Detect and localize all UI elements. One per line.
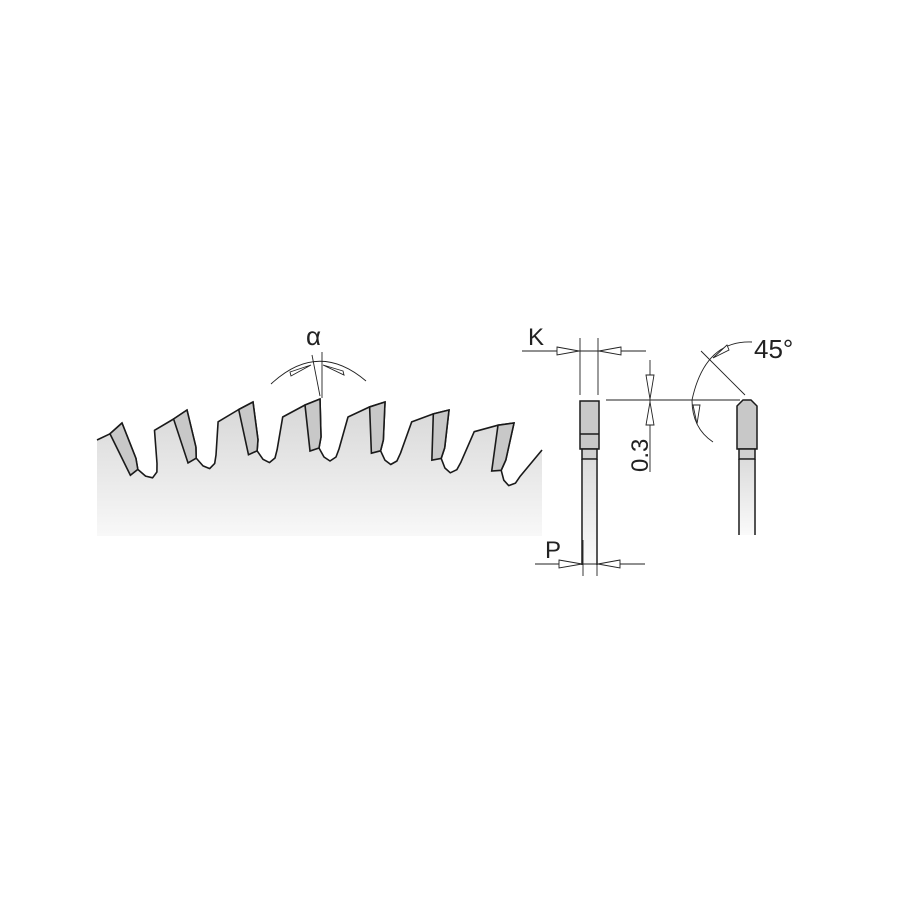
alpha-arrow-right: [322, 364, 345, 376]
carbide-tip: [237, 400, 259, 456]
hook-angle-dimension: [270, 352, 367, 398]
projection-dimension: [606, 360, 740, 472]
chamfered-carbide-tip: [736, 399, 758, 450]
blade-body: [97, 399, 542, 536]
carbide-tip: [368, 400, 386, 455]
carbide-tip: [172, 408, 198, 465]
kerf-dimension: [522, 338, 646, 395]
plate-label: P: [545, 537, 561, 564]
carbide-tips: [108, 397, 516, 477]
alpha-label: α: [306, 321, 321, 351]
carbide-tip-front: [579, 400, 600, 450]
blade-side-view: [96, 397, 543, 536]
tooth-front-view-chamfer: [736, 399, 758, 535]
alpha-arc: [270, 360, 367, 385]
alpha-face-line: [311, 354, 321, 397]
carbide-tip: [431, 408, 450, 462]
carbide-tip: [108, 421, 139, 477]
plate-dimension: [535, 540, 645, 576]
projection-label: 0.3: [627, 439, 654, 472]
bevel-angle-dimension: [691, 341, 753, 443]
tooth-front-view-flat: [579, 400, 600, 565]
carbide-tip: [490, 422, 516, 472]
carbide-tip: [304, 397, 322, 453]
kerf-label: K: [528, 324, 544, 351]
bevel-label: 45°: [754, 334, 793, 364]
alpha-arrow-left: [289, 364, 312, 377]
